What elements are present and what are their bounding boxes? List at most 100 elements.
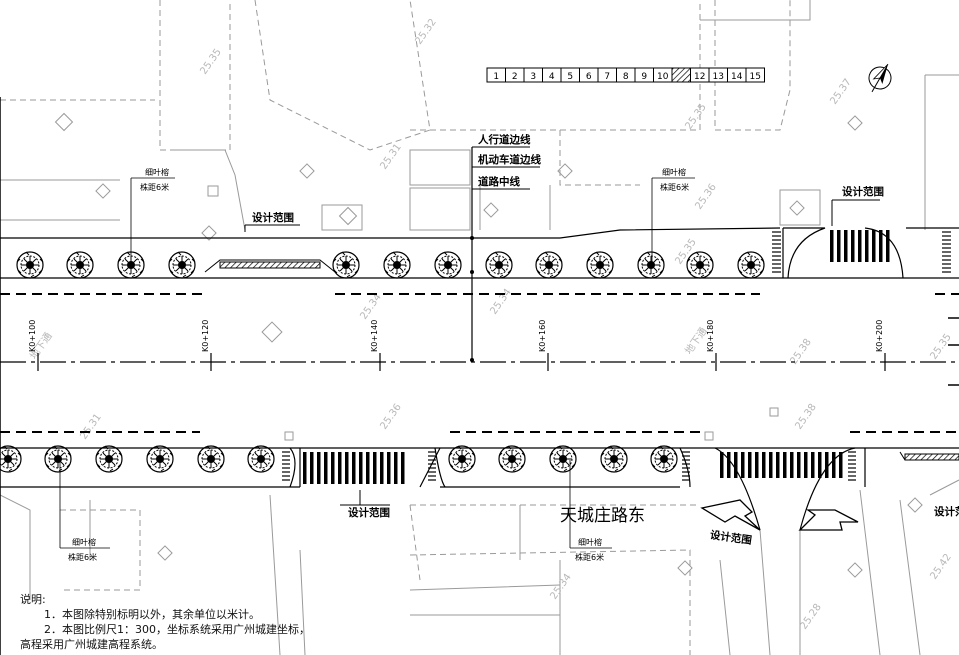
crosswalk-stripe [790, 452, 794, 478]
tree-spacing-1: 株距6米 [140, 182, 169, 192]
crosswalk-stripe [317, 452, 321, 484]
crosswalks [282, 230, 951, 484]
design-scope-5: 设计范围 [934, 505, 959, 518]
station-label: K0+120 [201, 320, 210, 352]
notes-line-2: 2．本图比例尺1：300，坐标系统采用广州城建坐标， [44, 623, 310, 636]
tree-spacing-3: 株距6米 [68, 552, 97, 562]
crosswalk-stripe [741, 452, 745, 478]
svg-text:25.36: 25.36 [693, 182, 718, 212]
leader-dots [470, 236, 474, 362]
station-label: K0+160 [538, 320, 547, 352]
tree-icon [95, 445, 123, 473]
svg-text:25.36: 25.36 [378, 402, 403, 432]
station-label: K0+100 [28, 320, 37, 352]
curb-ticks [948, 317, 959, 386]
tree-label-3: 细叶榕 [72, 537, 96, 547]
tree-icon [498, 445, 526, 473]
scale-label: 6 [586, 72, 592, 82]
tree-icon [197, 445, 225, 473]
crosswalk-stripe [811, 452, 815, 478]
tree-icon [16, 251, 44, 279]
elevation-marks: 25.35 25.32 25.31 25.35 25.36 25.37 25.3… [27, 17, 954, 632]
tree-icon [66, 251, 94, 279]
tree-spacing-2: 株距6米 [660, 182, 689, 192]
scale-cell [745, 67, 765, 83]
scale-label: 2 [512, 72, 518, 82]
crosswalk-stripe [776, 452, 780, 478]
svg-text:25.34: 25.34 [488, 287, 513, 317]
design-scope-labels: 设计范围 设计范围 设计范围 设计范围 设计范围 [244, 185, 959, 547]
tree-icon [600, 445, 628, 473]
scale-label: 7 [604, 72, 610, 82]
tree-icon [448, 445, 476, 473]
crosswalk-stripe [872, 230, 876, 262]
crosswalk-stripe [359, 452, 363, 484]
drawing-notes: 说明: 1．本图除特别标明以外，其余单位以米计。 2．本图比例尺1：300，坐标… [20, 592, 310, 652]
design-scope-2: 设计范围 [842, 185, 884, 198]
label-vehicle-line: 机动车道边线 [478, 153, 541, 166]
site-symbols [54, 112, 923, 578]
station-label: K0+140 [370, 320, 379, 352]
tree-icon [168, 251, 196, 279]
svg-text:25.37: 25.37 [828, 77, 853, 107]
crosswalk-stripe [387, 452, 391, 484]
tree-spacing-4: 株距6米 [575, 552, 604, 562]
crosswalk-stripe [720, 452, 724, 478]
station-label: K0+180 [706, 320, 715, 352]
svg-text:25.35: 25.35 [198, 47, 223, 77]
crosswalk-stripe [804, 452, 808, 478]
svg-text:25.42: 25.42 [928, 552, 953, 582]
lane-markings [0, 293, 959, 433]
crosswalk-stripe [345, 452, 349, 484]
tree-icon [637, 251, 665, 279]
crosswalk-stripe [324, 452, 328, 484]
tree-icon [549, 445, 577, 473]
crosswalk-stripe [851, 230, 855, 262]
crosswalk-stripe [366, 452, 370, 484]
scale-label: 13 [713, 72, 724, 82]
tree-icon [535, 251, 563, 279]
design-scope-1: 设计范围 [252, 211, 294, 224]
tree-icon [383, 251, 411, 279]
road-name: 天城庄路东 [560, 506, 645, 526]
tree-icon [686, 251, 714, 279]
crosswalk-stripe [352, 452, 356, 484]
crosswalk-stripe [331, 452, 335, 484]
crosswalk-stripe [865, 230, 869, 262]
line-labels: 人行道边线 机动车道边线 道路中线 [472, 133, 541, 190]
design-scope-3: 设计范围 [348, 506, 390, 519]
crosswalk-stripe [858, 230, 862, 262]
crosswalk-stripe [797, 452, 801, 478]
svg-text:25.32: 25.32 [413, 17, 438, 47]
north-arrow-icon [868, 63, 892, 93]
tree-icon [434, 251, 462, 279]
scale-label: 8 [623, 72, 629, 82]
curb-ramps [204, 259, 959, 461]
tree-label-4: 细叶榕 [578, 537, 602, 547]
tree-icon [485, 251, 513, 279]
scale-label: 4 [549, 72, 555, 82]
crosswalk-stripe [755, 452, 759, 478]
crosswalk-stripe [762, 452, 766, 478]
crosswalk-stripe [769, 452, 773, 478]
svg-text:25.35: 25.35 [673, 237, 698, 267]
tree-icon [146, 445, 174, 473]
tree-label-2: 细叶榕 [662, 167, 686, 177]
crosswalk-stripe [303, 452, 307, 484]
turn-arrows [700, 499, 859, 531]
crosswalk-stripe [727, 452, 731, 478]
station-label: K0+200 [875, 320, 884, 352]
crosswalk-stripe [734, 452, 738, 478]
scale-cell [671, 67, 691, 83]
notes-line-3: 高程采用广州城建高程系统。 [20, 638, 163, 651]
label-center-line: 道路中线 [478, 175, 520, 188]
crosswalk-stripe [783, 452, 787, 478]
road-edges [0, 97, 959, 655]
station-markers: K0+100 K0+120 K0+140 K0+160 K0+180 K0+200 [28, 320, 886, 371]
svg-text:25.35: 25.35 [683, 102, 708, 132]
svg-text:25.38: 25.38 [793, 402, 818, 432]
svg-text:25.35: 25.35 [928, 332, 953, 362]
tree-icon [44, 445, 72, 473]
